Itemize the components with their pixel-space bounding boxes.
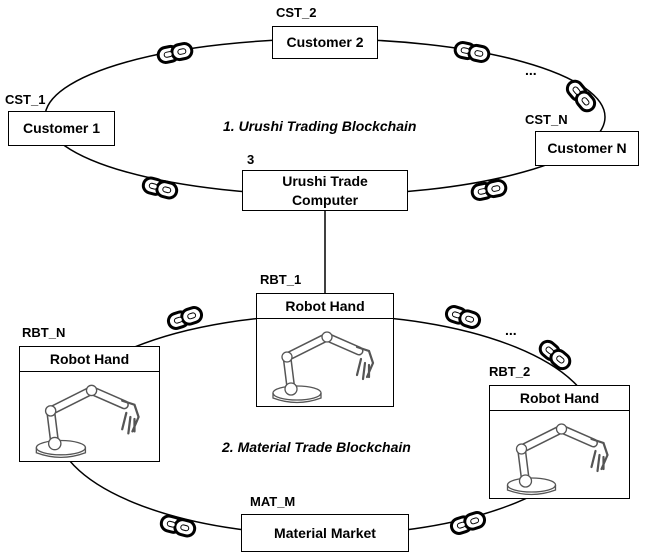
robot-n-box: Robot Hand xyxy=(19,346,160,462)
customer-2-id: CST_2 xyxy=(276,5,317,20)
chain-link-icon xyxy=(535,336,575,374)
robot-1-label: Robot Hand xyxy=(257,294,393,319)
robot-2-label: Robot Hand xyxy=(490,386,629,411)
chain-link-icon xyxy=(155,40,195,66)
robot-1-box: Robot Hand xyxy=(256,293,394,407)
material-market-box: Material Market xyxy=(241,514,409,552)
material-chain-title: 2. Material Trade Blockchain xyxy=(222,439,411,455)
trade-computer-id: 3 xyxy=(247,152,255,167)
chain-link-icon xyxy=(562,76,600,116)
robot-ellipsis: ... xyxy=(505,322,517,338)
robot-n-label: Robot Hand xyxy=(20,347,159,372)
customer-n-id: CST_N xyxy=(525,112,568,127)
robot-arm-icon xyxy=(272,331,375,404)
robot-2-box: Robot Hand xyxy=(489,385,630,499)
customer-1-id: CST_1 xyxy=(5,92,46,107)
chain-link-icon xyxy=(165,304,205,332)
chain-link-icon xyxy=(158,512,198,540)
urushi-chain-title: 1. Urushi Trading Blockchain xyxy=(223,118,417,134)
robot-2-id: RBT_2 xyxy=(489,364,531,379)
trade-computer-line2: Computer xyxy=(291,191,359,208)
trade-computer-box: Urushi Trade Computer xyxy=(242,170,408,211)
chain-link-icon xyxy=(140,174,180,202)
customer-1-box: Customer 1 xyxy=(8,111,115,146)
robot-1-id: RBT_1 xyxy=(260,272,302,287)
chain-link-icon xyxy=(443,303,483,331)
robot-arm-icon xyxy=(506,423,609,496)
customer-2-box: Customer 2 xyxy=(272,26,378,59)
chain-link-icon xyxy=(448,509,488,537)
customer-ellipsis: ... xyxy=(525,62,537,78)
trade-computer-line1: Urushi Trade xyxy=(282,172,368,189)
customer-n-box: Customer N xyxy=(535,131,639,166)
market-id: MAT_M xyxy=(250,494,296,509)
robot-arm-icon xyxy=(35,384,140,459)
chain-link-icon xyxy=(452,39,492,65)
robot-n-id: RBT_N xyxy=(22,325,66,340)
